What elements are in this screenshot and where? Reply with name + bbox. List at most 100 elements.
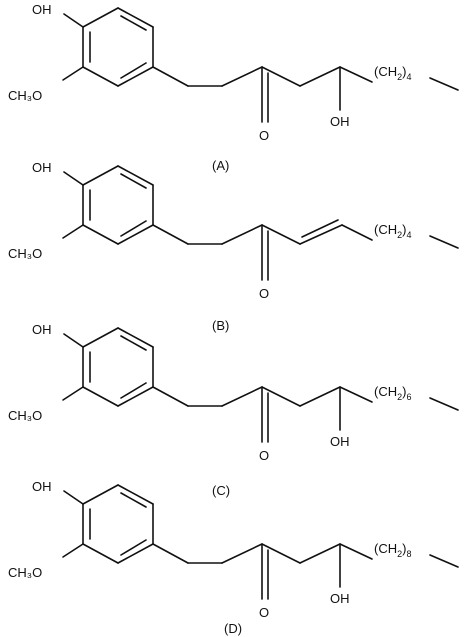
chain-bond: [261, 386, 301, 407]
ring-bond: [117, 224, 154, 245]
chain-bond: [152, 66, 189, 87]
ring-bond: [117, 386, 154, 407]
chain-bond: [299, 386, 341, 407]
chain-part: ): [402, 384, 406, 399]
ring-double-bond: [120, 220, 147, 237]
chain-part: 4: [406, 72, 411, 82]
terminal-bond: [429, 77, 459, 91]
ring-double-bond: [120, 492, 147, 508]
chain-part: 2: [397, 549, 402, 559]
chain-bond: [152, 224, 189, 245]
chain-bond: [341, 224, 373, 241]
chain-part: ): [402, 222, 406, 237]
ring-double-bond: [120, 539, 147, 556]
chain-bond: [221, 66, 263, 87]
structure-caption: (B): [212, 318, 229, 333]
methoxy-label: CH₃O: [8, 246, 42, 261]
ring-double-bond: [120, 15, 147, 31]
terminal-bond: [429, 554, 459, 568]
chain-part: (CH: [374, 64, 397, 79]
chain-bond: [221, 224, 263, 245]
chain-part: 4: [406, 230, 411, 240]
ring-bond: [117, 66, 154, 87]
ring-bond: [117, 327, 154, 348]
chain-part: ): [402, 64, 406, 79]
structure-caption: (D): [224, 621, 242, 636]
terminal-bond: [429, 235, 459, 249]
alkene-bond: [299, 224, 343, 245]
structure-caption: (A): [212, 158, 229, 173]
hydroxyl-bond: [63, 171, 84, 186]
ring-bond: [117, 165, 154, 186]
chain-bond: [221, 543, 263, 564]
alkene-double-bond: [301, 219, 339, 238]
hydroxyl-bond: [63, 13, 84, 28]
ring-bond: [82, 386, 119, 407]
ring-bond: [117, 7, 154, 28]
chain-bond: [152, 386, 189, 407]
chain-bond: [339, 66, 373, 83]
chain-part: 8: [406, 549, 411, 559]
chain-part: 2: [397, 230, 402, 240]
ring-double-bond: [120, 62, 147, 79]
alkyl-chain-label: (CH2)8: [374, 541, 411, 559]
ketone-o-label: O: [259, 605, 269, 620]
methoxy-label: CH₃O: [8, 88, 42, 103]
structure-b: OH CH₃O O (CH2)4: [8, 160, 459, 301]
alkyl-chain-label: (CH2)4: [374, 64, 411, 82]
carbinol-oh-label: OH: [330, 591, 350, 606]
methoxy-bond: [62, 543, 84, 558]
chain-bond: [299, 543, 341, 564]
chain-bond: [221, 386, 263, 407]
chain-bond: [152, 543, 189, 564]
alkyl-chain-label: (CH2)4: [374, 222, 411, 240]
ring-double-bond: [120, 382, 147, 399]
structure-caption: (C): [212, 483, 230, 498]
chain-part: 2: [397, 392, 402, 402]
ring-double-bond: [120, 335, 147, 351]
chain-bond: [339, 386, 373, 403]
chain-bond: [299, 66, 341, 87]
chain-part: 2: [397, 72, 402, 82]
structure-c: OH CH₃O O OH (CH2)6: [8, 322, 459, 463]
ketone-o-label: O: [259, 286, 269, 301]
hydroxyl-bond: [63, 490, 84, 505]
ring-bond: [82, 543, 119, 564]
methoxy-bond: [62, 66, 84, 81]
chain-part: (CH: [374, 541, 397, 556]
ring-bond: [82, 165, 119, 186]
hydroxyl-bond: [63, 333, 84, 348]
methoxy-bond: [62, 386, 84, 401]
ring-bond: [117, 484, 154, 505]
ring-bond: [82, 484, 119, 505]
phenol-oh-label: OH: [32, 322, 52, 337]
structure-a: OH CH₃O O OH (CH2)4: [8, 2, 459, 143]
chain-part: ): [402, 541, 406, 556]
ring-bond: [82, 7, 119, 28]
ring-bond: [82, 327, 119, 348]
chain-part: 6: [406, 392, 411, 402]
phenol-oh-label: OH: [32, 160, 52, 175]
methoxy-label: CH₃O: [8, 408, 42, 423]
methoxy-label: CH₃O: [8, 565, 42, 580]
methoxy-bond: [62, 224, 84, 239]
ring-bond: [82, 224, 119, 245]
ketone-o-label: O: [259, 128, 269, 143]
alkyl-chain-label: (CH2)6: [374, 384, 411, 402]
carbinol-oh-label: OH: [330, 434, 350, 449]
chain-bond: [261, 66, 301, 87]
chain-bond: [261, 543, 301, 564]
ring-bond: [117, 543, 154, 564]
chain-part: (CH: [374, 222, 397, 237]
carbinol-oh-label: OH: [330, 114, 350, 129]
ring-double-bond: [120, 173, 147, 189]
chain-bond: [339, 543, 373, 560]
chain-part: (CH: [374, 384, 397, 399]
terminal-bond: [429, 397, 459, 411]
chain-bond: [261, 224, 301, 245]
ring-bond: [82, 66, 119, 87]
ketone-o-label: O: [259, 448, 269, 463]
phenol-oh-label: OH: [32, 2, 52, 17]
